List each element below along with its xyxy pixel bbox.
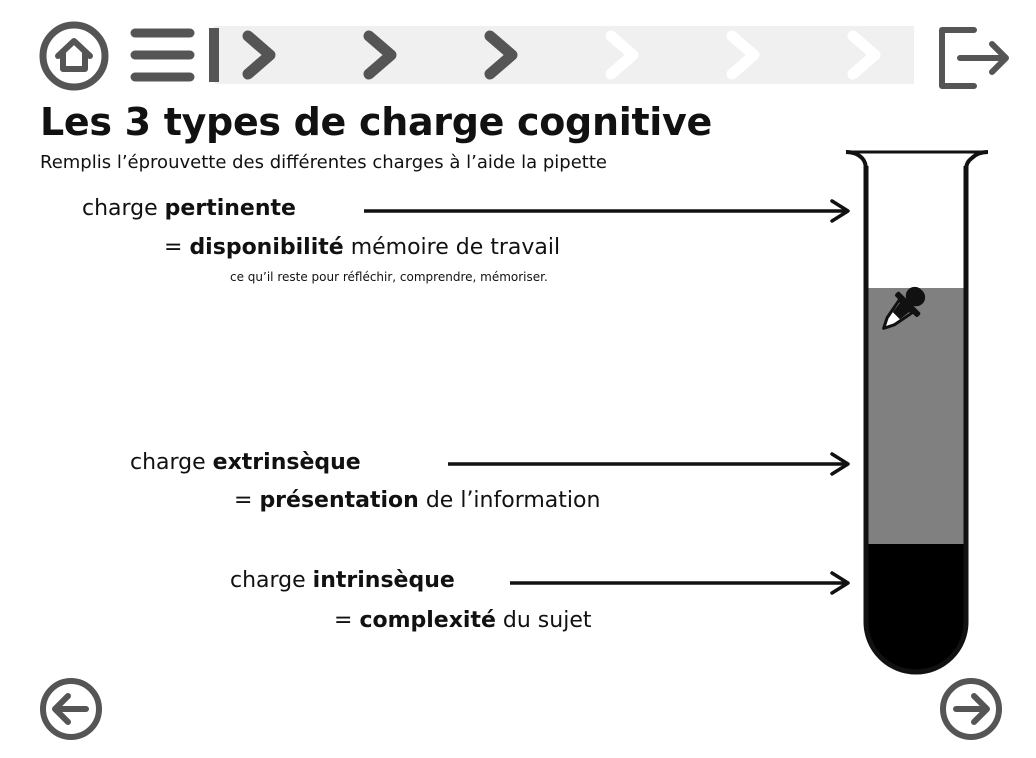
arrow-pertinente (364, 199, 850, 223)
arrow-extrinseque (448, 452, 850, 476)
tube-fill-extrinseque (866, 288, 966, 544)
menu-icon[interactable] (130, 28, 195, 82)
definition-pertinente: = disponibilité mémoire de travail (164, 235, 560, 260)
tube-fill-intrinseque (866, 544, 966, 672)
label-name: pertinente (164, 196, 296, 221)
progress-step-6 (847, 30, 881, 80)
label-prefix: charge (82, 196, 165, 221)
definition-keyword: disponibilité (189, 235, 344, 260)
definition-rest: du sujet (495, 608, 592, 633)
label-charge-extrinseque: charge extrinsèque (130, 450, 361, 475)
exit-icon (939, 27, 1009, 89)
progress-step-4 (605, 30, 639, 80)
definition-extrinseque: = présentation de l’information (234, 488, 600, 513)
progress-track (214, 26, 914, 84)
arrow-intrinseque (510, 571, 850, 595)
label-charge-pertinente: charge pertinente (82, 196, 296, 221)
label-name: intrinsèque (312, 568, 455, 593)
home-button[interactable] (38, 20, 110, 92)
equals-sign: = (164, 235, 190, 260)
label-charge-intrinseque: charge intrinsèque (230, 568, 455, 593)
progress-step-1 (242, 30, 276, 80)
pipette-icon[interactable] (874, 282, 930, 338)
definition-rest: de l’information (418, 488, 601, 513)
arrow-left-circle-icon (40, 678, 102, 740)
arrow-right-circle-icon (940, 678, 1002, 740)
previous-button[interactable] (38, 676, 104, 742)
progress-step-3 (484, 30, 518, 80)
definition-keyword: présentation (259, 488, 419, 513)
page-subtitle: Remplis l’éprouvette des différentes cha… (40, 152, 607, 173)
definition-intrinseque: = complexité du sujet (334, 608, 591, 633)
definition-rest: mémoire de travail (343, 235, 561, 260)
test-tube[interactable] (842, 146, 992, 676)
definition-keyword: complexité (359, 608, 496, 633)
tube-outline (863, 166, 969, 675)
exit-button[interactable] (936, 24, 1014, 92)
progress-step-2 (363, 30, 397, 80)
label-name: extrinsèque (212, 450, 361, 475)
next-button[interactable] (938, 676, 1004, 742)
label-prefix: charge (130, 450, 213, 475)
label-prefix: charge (230, 568, 313, 593)
home-icon (39, 21, 109, 91)
progress-step-5 (726, 30, 760, 80)
menu-divider (209, 28, 219, 82)
note-pertinente: ce qu’il reste pour réfléchir, comprendr… (230, 270, 548, 284)
equals-sign: = (334, 608, 360, 633)
page-title: Les 3 types de charge cognitive (40, 100, 712, 144)
progress-bar (130, 26, 914, 84)
equals-sign: = (234, 488, 260, 513)
